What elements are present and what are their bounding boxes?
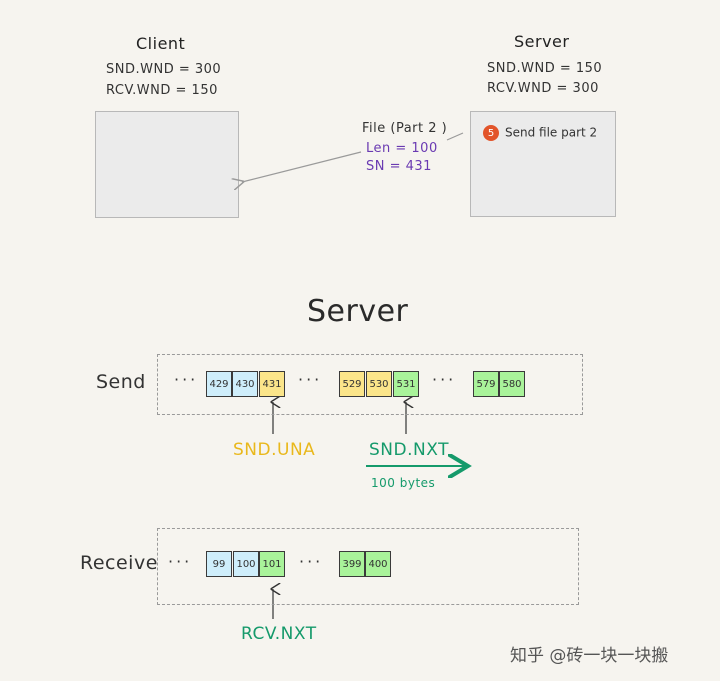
snd-una-label: SND.UNA [233,440,316,460]
server-box: 5 Send file part 2 [470,111,616,217]
rcv-nxt-label: RCV.NXT [241,624,317,644]
watermark: 知乎 @砖一块一块搬 [510,646,669,666]
send-cell-nxt: 531 [393,371,419,397]
client-box [95,111,239,218]
receive-cell: 399 [339,551,365,577]
send-cell: 530 [366,371,392,397]
client-title: Client [136,34,186,53]
send-label: Send [96,371,146,393]
packet-tail-line [446,132,464,141]
send-cell: 529 [339,371,365,397]
receive-cell-nxt: 101 [259,551,285,577]
server-rcv-wnd: RCV.WND = 300 [487,81,599,96]
send-cell: 580 [499,371,525,397]
server-snd-wnd: SND.WND = 150 [487,61,603,76]
send-cell-una: 431 [259,371,285,397]
receive-cell: 100 [233,551,259,577]
client-snd-wnd: SND.WND = 300 [106,62,222,77]
packet-sn: SN = 431 [366,159,432,174]
client-rcv-wnd: RCV.WND = 150 [106,83,218,98]
server-title: Server [514,32,570,51]
send-buffer [157,354,583,415]
receive-cell: 400 [365,551,391,577]
packet-arrow [242,151,362,182]
send-file-action: 5 Send file part 2 [483,125,597,141]
send-ellipsis-3: ··· [432,370,457,389]
send-file-action-text: Send file part 2 [505,125,598,140]
snd-nxt-label: SND.NXT [369,440,449,460]
bytes-label: 100 bytes [371,476,436,490]
receive-ellipsis-1: ··· [168,552,193,571]
receive-cell: 99 [206,551,232,577]
packet-len: Len = 100 [366,141,438,156]
send-ellipsis-1: ··· [174,370,199,389]
packet-title: File (Part 2 ) [362,121,448,136]
receive-ellipsis-2: ··· [299,552,324,571]
receive-buffer [157,528,579,605]
send-cell: 579 [473,371,499,397]
send-cell: 429 [206,371,232,397]
step-badge: 5 [483,125,499,141]
section-title: Server [307,294,409,329]
send-ellipsis-2: ··· [298,370,323,389]
receive-label: Receive [80,552,158,574]
send-cell: 430 [232,371,258,397]
